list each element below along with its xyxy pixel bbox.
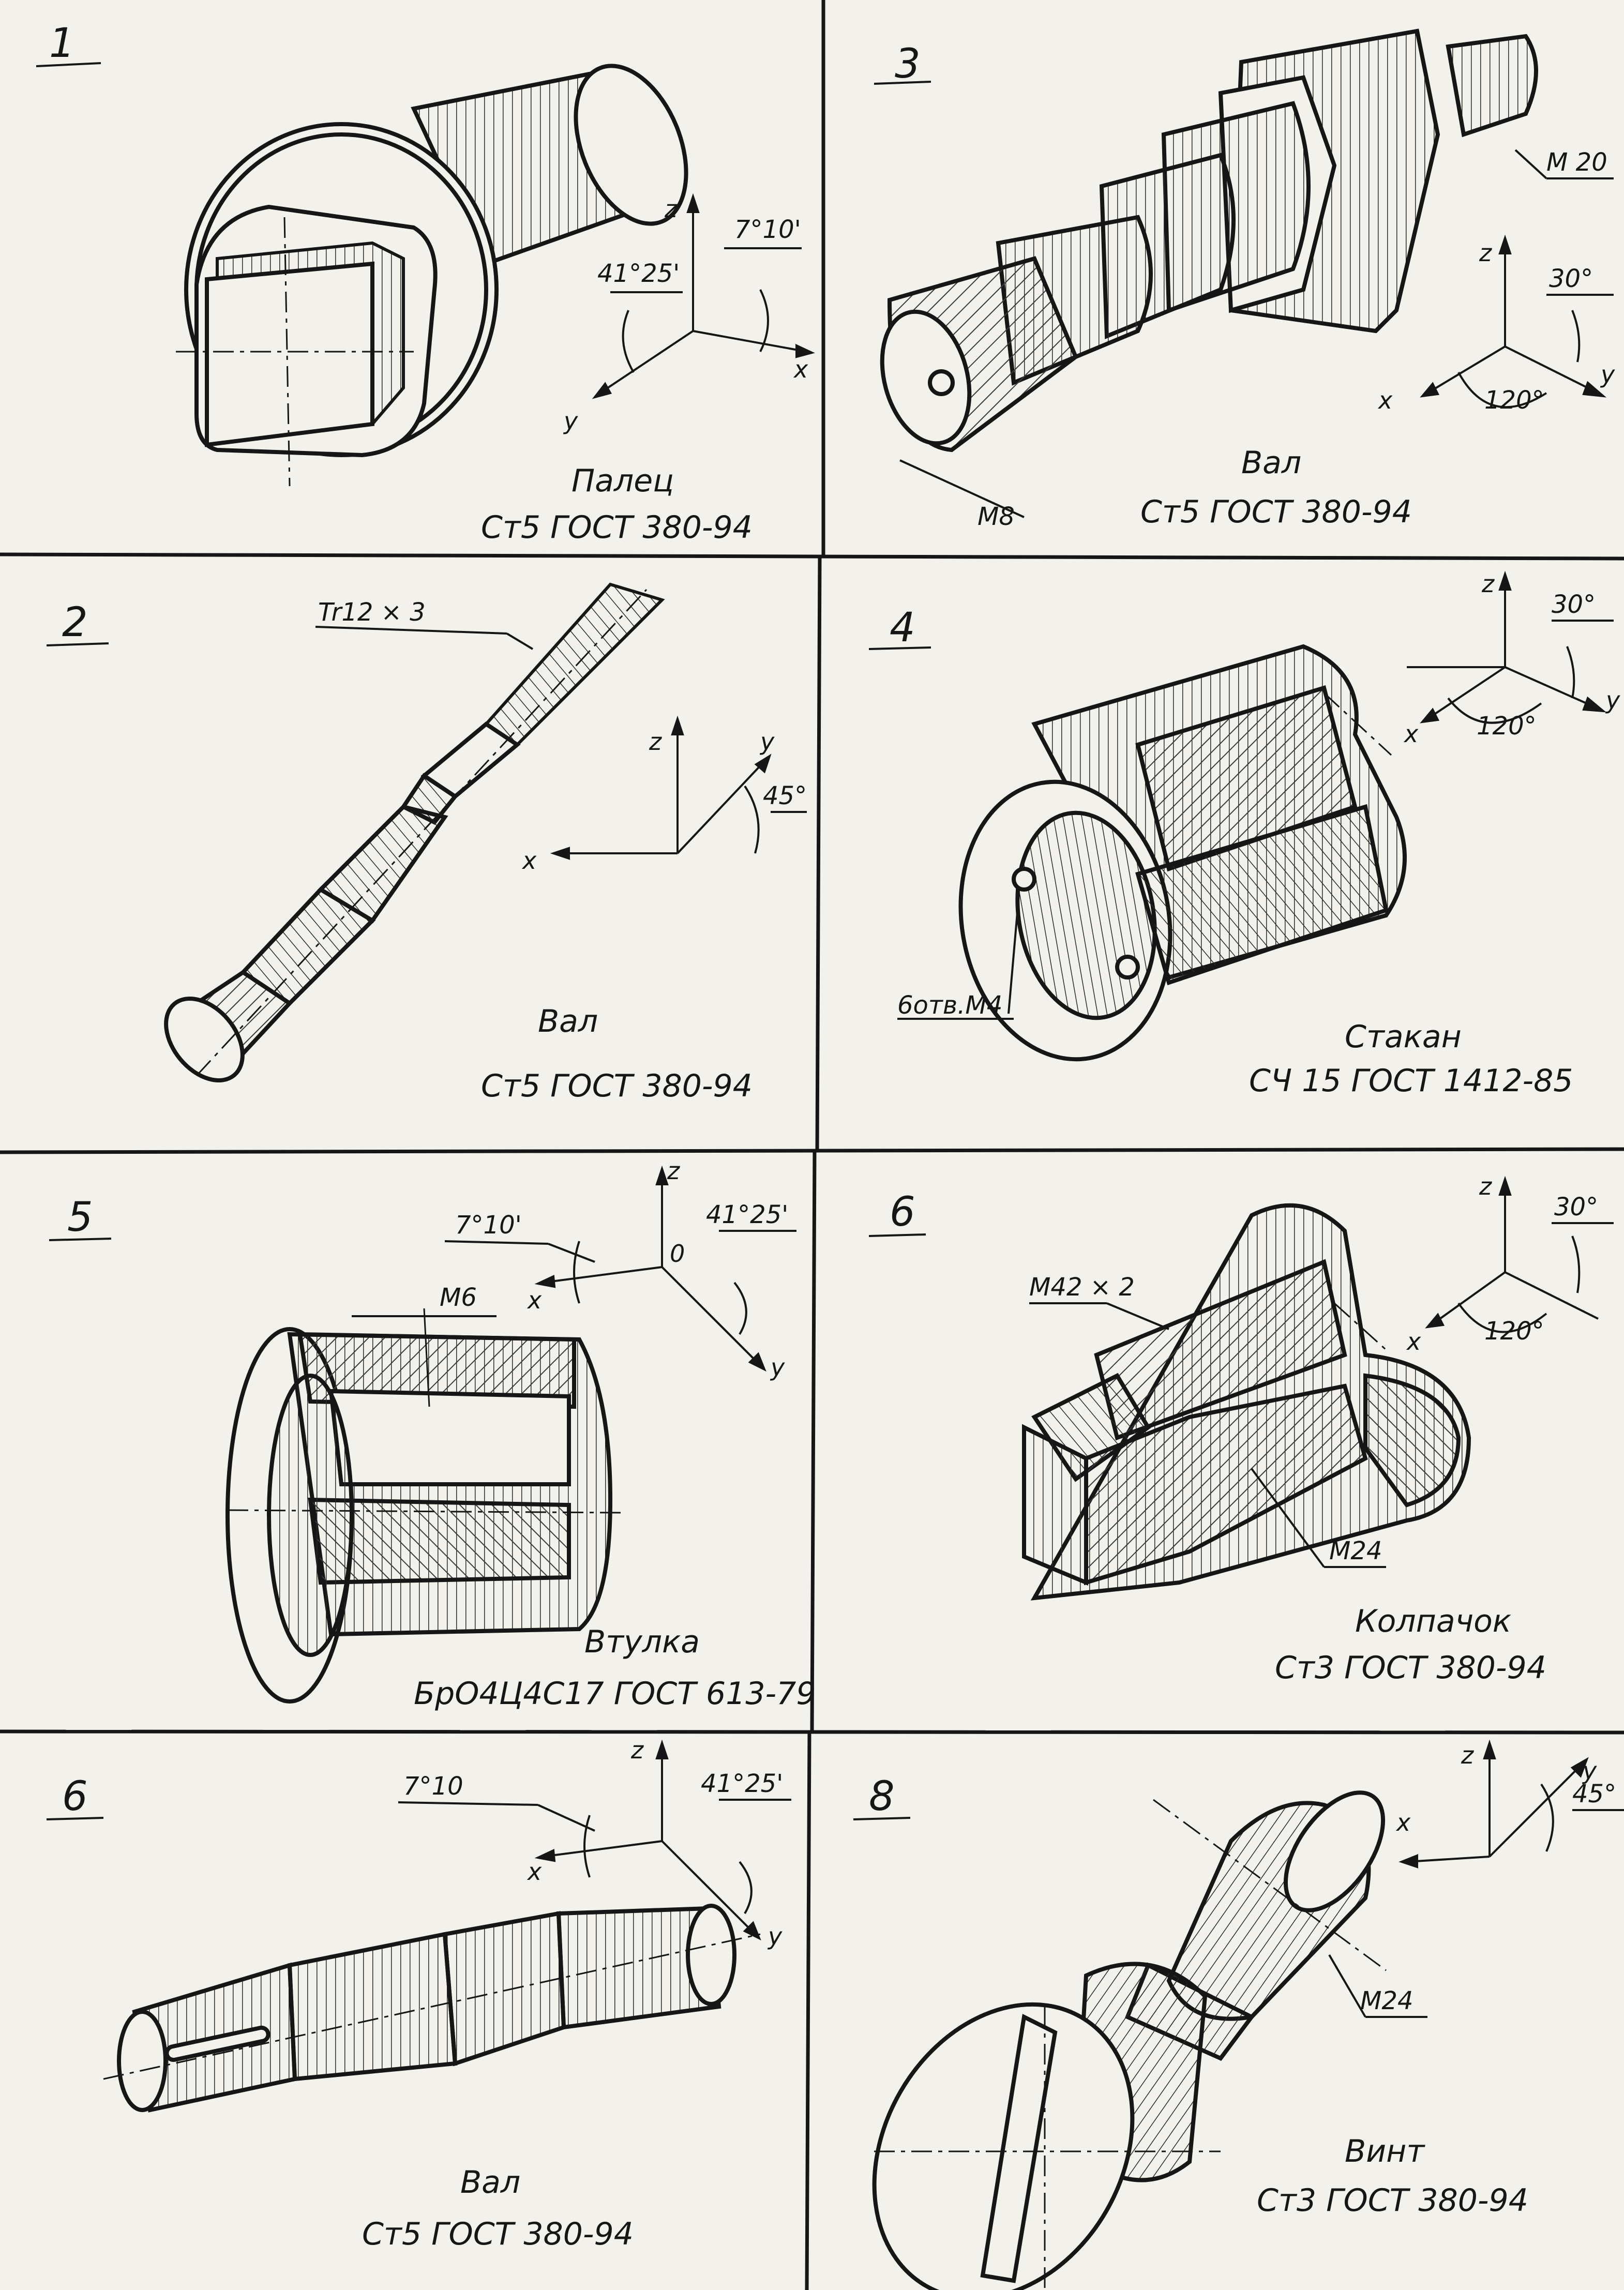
axes-indicator [398,1739,791,1941]
panel-number: 2 [62,599,88,646]
panel-2: 2 Tr12 × 3 z x y 45° Вал Ст [46,582,807,1104]
panel-8: 8 M24 z x y 45° Винт Ст3 [853,1739,1624,2290]
angle-label-2: 120° [1477,712,1537,741]
axis-z-label: z [630,1736,644,1764]
part-drawing [164,582,665,1082]
panel-3: 3 z x y 30° 120° [874,28,1615,531]
axis-x-label: x [1377,386,1393,414]
axis-z-label: z [649,728,662,756]
thread-label-2: M8 [978,502,1015,531]
axis-y-label: y [1605,686,1620,714]
axis-z-label: z [667,1157,680,1185]
axes-indicator [550,715,807,860]
material-spec: БрО4Ц4С17 ГОСТ 613-79 [414,1676,816,1712]
thread-label: M6 [440,1283,477,1312]
part-name: Втулка [584,1624,700,1660]
angle-label-1: 7°10 [403,1772,463,1801]
part-name: Палец [572,463,674,499]
axis-x-label: x [1395,1809,1411,1836]
thread-label: 6отв.М4 [897,991,1002,1020]
part-name: Вал [538,1003,598,1039]
part-drawing [225,1327,613,1704]
angle-label-1: 41°25' [597,259,680,288]
panel-6: 6 z x y 7°10 41°25' [46,1736,791,2252]
part-drawing [880,28,1538,453]
panel-7: 6 M42 × 2 M24 z x 30° 120° [868,1172,1614,1686]
part-name: Стакан [1345,1019,1462,1055]
panel-number: 1 [49,20,75,67]
part-drawing [117,1904,736,2113]
angle-label-1: 30° [1554,1193,1598,1222]
axis-z-label: z [1481,570,1495,598]
axes-indicator [1407,570,1614,724]
angle-label-2: 41°25' [701,1769,783,1798]
panel-5: 5 M6 z x y 0 7°10 [49,1157,816,1712]
panel-number: 8 [869,1773,895,1820]
axes-indicator [1420,234,1614,409]
axes-indicator [1425,1176,1614,1333]
axis-y-label: y [1582,1757,1597,1785]
axis-x-label: x [793,355,808,383]
axis-y-label: y [767,1922,783,1950]
thread-label: M24 [1360,1986,1414,2015]
angle-label-2: 120° [1484,1317,1544,1346]
panel-number: 3 [895,41,921,87]
part-drawing [184,64,688,458]
material-spec: Ст3 ГОСТ 380-94 [1275,1650,1546,1686]
center-lines [176,217,414,487]
angle-label-1: 30° [1549,264,1593,293]
part-name: Вал [1241,445,1301,481]
part-name: Вал [460,2164,520,2201]
thread-label: M42 × 2 [1029,1273,1135,1302]
axis-z-label: z [1461,1741,1474,1769]
axis-z-label: z [664,195,678,223]
axes-indicator [592,193,815,399]
axis-x-label: x [1403,720,1419,748]
panel-1: 1 z x y 41°25' [36,20,815,546]
axis-y-label: y [770,1353,785,1381]
axis-y-label: y [563,407,578,435]
material-spec: СЧ 15 ГОСТ 1412-85 [1249,1063,1573,1099]
thread-label: M 20 [1546,148,1607,177]
axis-x-label: x [1406,1328,1421,1355]
panel-number: 5 [67,1194,93,1241]
angle-label-2: 120° [1484,386,1544,415]
axis-x-label: x [527,1286,542,1314]
axis-origin-label: 0 [670,1240,685,1268]
thread-label: Tr12 × 3 [318,598,426,627]
angle-label-1: 45° [1572,1780,1616,1809]
part-drawing [1022,1203,1471,1601]
material-spec: Ст5 ГОСТ 380-94 [362,2216,634,2252]
angle-label-1: 7°10' [455,1211,522,1240]
axes-indicator [444,1165,796,1372]
part-drawing [958,644,1407,1062]
panel-number: 6 [62,1773,88,1820]
material-spec: Ст5 ГОСТ 380-94 [481,509,753,546]
material-spec: Ст3 ГОСТ 380-94 [1257,2182,1528,2219]
thread-label-2: M24 [1329,1536,1382,1565]
angle-label-2: 41°25' [706,1200,788,1229]
angle-label-1: 45° [763,781,807,810]
angle-label-2: 7°10' [734,215,801,244]
axis-z-label: z [1479,1172,1492,1200]
panel-number: 6 [890,1189,915,1236]
panel-4: 4 z x y 30° 120° [868,570,1620,1099]
axis-z-label: z [1479,239,1492,267]
axis-x-label: x [527,1858,542,1886]
angle-label-1: 30° [1552,590,1596,619]
axis-y-label: y [759,728,775,756]
material-spec: Ст5 ГОСТ 380-94 [481,1068,753,1104]
part-name: Колпачок [1355,1603,1511,1639]
axis-x-label: x [521,847,537,875]
axis-y-label: y [1600,360,1615,388]
axes-indicator [1399,1739,1624,1869]
material-spec: Ст5 ГОСТ 380-94 [1140,494,1412,530]
panel-number: 4 [890,605,915,651]
part-name: Винт [1345,2133,1425,2170]
